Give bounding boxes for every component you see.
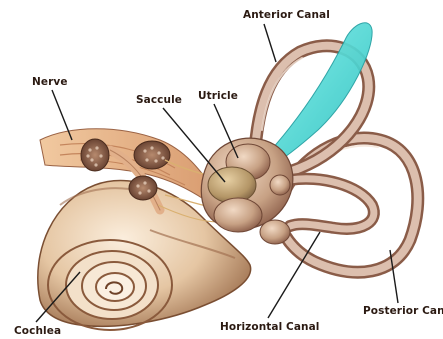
label-anterior-canal: Anterior Canal: [243, 9, 330, 21]
label-horizontal-canal: Horizontal Canal: [220, 321, 320, 333]
label-posterior-canal: Posterior Canal: [363, 305, 443, 317]
posterior-canal: [283, 138, 418, 272]
leader-anterior: [264, 24, 276, 62]
horizontal-canal: [290, 179, 374, 229]
label-saccule: Saccule: [136, 94, 182, 106]
label-cochlea: Cochlea: [14, 325, 61, 337]
saccule-shape: [208, 167, 256, 203]
label-nerve: Nerve: [32, 76, 68, 88]
label-utricle: Utricle: [198, 90, 238, 102]
vestibule: [201, 138, 293, 244]
